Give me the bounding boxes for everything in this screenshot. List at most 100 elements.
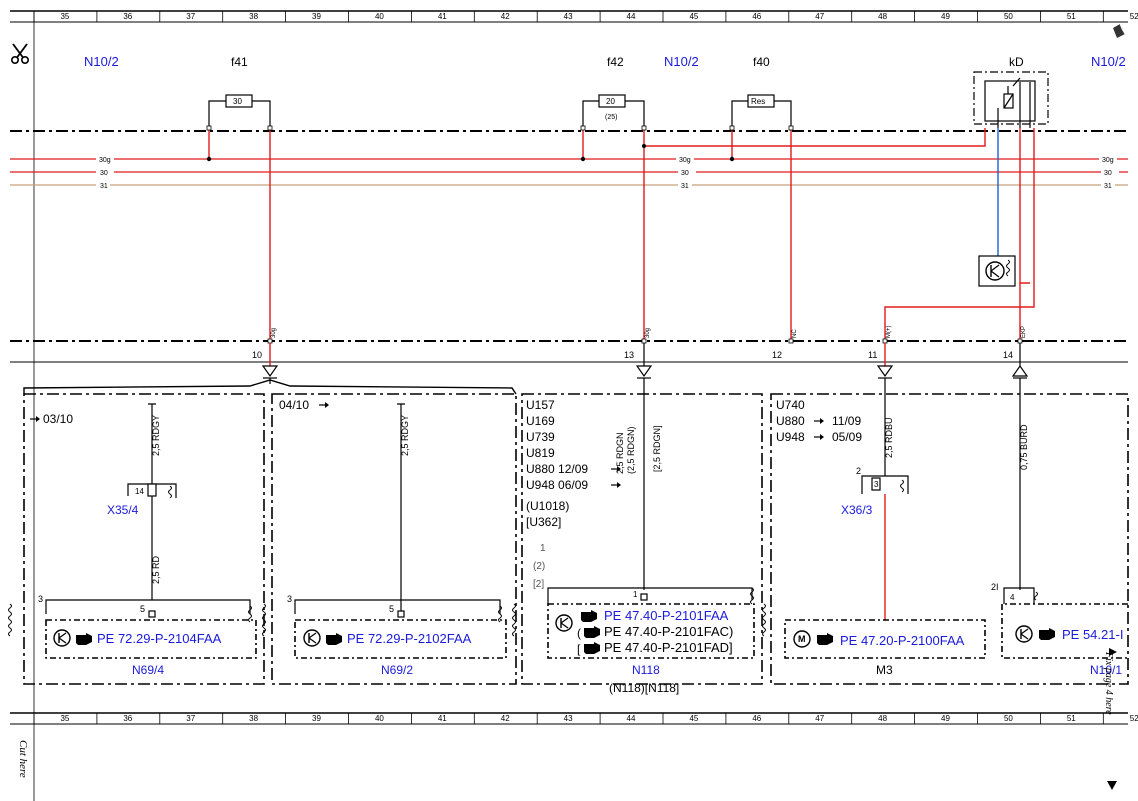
connector-14-wire-label: EKP xyxy=(1021,326,1027,338)
top-ruler-number: 43 xyxy=(564,12,573,21)
top-ruler-number: 42 xyxy=(501,12,510,21)
n69-2-pin-a: 3 xyxy=(287,594,292,604)
rail-label-31-left: 31 xyxy=(100,183,108,190)
top-ruler-number: 46 xyxy=(752,12,761,21)
bottom-ruler-number: 42 xyxy=(501,714,510,723)
bottom-ruler-number: 47 xyxy=(815,714,824,723)
rail-label-30-right: 30 xyxy=(1104,170,1112,177)
junction-dots xyxy=(206,144,735,162)
n118-code-u362: [U362] xyxy=(526,515,561,529)
pump-sensor-icon xyxy=(978,255,1016,287)
m3-component-box xyxy=(784,619,986,659)
m3-code-u948: U948 xyxy=(776,430,805,444)
bracket-n69 xyxy=(23,379,517,395)
fuse-name-f41: f41 xyxy=(231,55,248,69)
m3-pe-ref[interactable]: PE 47.20-P-2100FAA xyxy=(840,633,965,648)
n69-2-arrow-icon xyxy=(319,402,329,408)
fix-page-arrow-icon xyxy=(1107,648,1117,790)
top-ruler-number: 44 xyxy=(627,12,636,21)
top-ruler-number: 41 xyxy=(438,12,447,21)
n118-code-u1018: (U1018) xyxy=(526,499,569,513)
m3-code-u880: U880 xyxy=(776,414,805,428)
bottom-ruler-number: 52 xyxy=(1130,714,1138,723)
n10-1-pe-ref[interactable]: PE 54.21-I xyxy=(1062,627,1123,642)
top-ruler-number: 48 xyxy=(878,12,887,21)
rail-label-30-mid: 30 xyxy=(681,170,689,177)
module-label-n10-2-right: N10/2 xyxy=(1091,54,1126,69)
bottom-ruler-number: 38 xyxy=(249,714,258,723)
n118-pin-2-paren: (2) xyxy=(533,561,545,572)
bottom-ruler-number: 40 xyxy=(375,714,384,723)
m3-wire: 2,5 RDBU xyxy=(884,417,894,458)
m3-pin-b: 3 xyxy=(874,480,879,489)
m3-ref-u948: 05/09 xyxy=(832,430,862,444)
n69-4-pe-ref[interactable]: PE 72.29-P-2104FAA xyxy=(97,631,222,646)
n118-code-u819: U819 xyxy=(526,446,555,460)
n118-label: N118 xyxy=(632,663,660,677)
top-ruler-number: 52 xyxy=(1130,12,1138,21)
n69-2-wire-top: 2,5 RDGY xyxy=(400,415,410,456)
n10-1-wire: 0,75 BURD xyxy=(1019,424,1029,470)
top-ruler-number: 35 xyxy=(60,12,69,21)
bottom-ruler-number: 44 xyxy=(627,714,636,723)
connector-13-wire-label: 30g xyxy=(645,328,651,338)
n118-wire-alt: (2,5 RDGN) xyxy=(626,426,636,474)
n10-1-pin-a: 2I xyxy=(991,582,999,592)
n69-4-component-box xyxy=(45,619,257,659)
m3-label: M3 xyxy=(876,663,893,677)
bottom-ruler-number: 51 xyxy=(1067,714,1076,723)
n10-1-label: N10/1 xyxy=(1090,663,1122,677)
top-ruler-number: 47 xyxy=(815,12,824,21)
bottom-ruler-number: 46 xyxy=(752,714,761,723)
box-n69-2 xyxy=(271,393,517,685)
bottom-ruler-number: 41 xyxy=(438,714,447,723)
x35-4-label: X35/4 xyxy=(107,503,139,517)
n118-code-u948: U948 06/09 xyxy=(526,478,588,492)
n69-4-wire-top: 2,5 RDGY xyxy=(151,415,161,456)
n118-component-box xyxy=(547,603,755,659)
connector-11-wire-label: M(+) xyxy=(886,326,892,339)
m3-arrow-icons xyxy=(814,418,824,440)
n118-pe-ref-fac[interactable]: PE 47.40-P-2101FAC) xyxy=(604,624,733,639)
n118-pin-1: 1 xyxy=(540,543,546,554)
n118-wire-bracket: [2,5 RDGN] xyxy=(652,425,662,472)
connector-14-number: 14 xyxy=(1003,350,1013,360)
rail-label-30-left: 30 xyxy=(100,170,108,177)
n69-2-ref: 04/10 xyxy=(279,398,309,412)
bottom-ruler-number: 48 xyxy=(878,714,887,723)
cut-here-label: Cut here xyxy=(17,740,29,778)
n69-4-label: N69/4 xyxy=(132,663,164,677)
n69-4-ref: 03/10 xyxy=(43,412,73,426)
fuse-f41-symbol xyxy=(208,94,271,128)
n69-4-sensor-icon xyxy=(53,629,71,647)
n118-arrow-icons xyxy=(611,466,621,488)
n10-1-component-box xyxy=(1001,603,1128,659)
connector-10-number: 10 xyxy=(252,350,262,360)
n118-bracket-open: [ xyxy=(577,642,581,656)
x35-4-connector-symbol xyxy=(127,483,177,499)
x35-4-pin: 14 xyxy=(135,487,144,496)
n118-code-u739: U739 xyxy=(526,430,555,444)
top-ruler-number: 37 xyxy=(186,12,195,21)
motor-icon: M xyxy=(793,630,811,648)
n69-2-sensor-icon xyxy=(303,629,321,647)
n118-wire-main: 2,5 RDGN xyxy=(615,432,625,474)
module-label-n10-2-left: N10/2 xyxy=(84,54,119,69)
n69-2-pin-b: 5 xyxy=(389,604,394,614)
n118-pe-ref-fad[interactable]: PE 47.40-P-2101FAD] xyxy=(604,640,733,655)
page-corner-icon xyxy=(1113,23,1126,38)
n69-2-pointing-hand-icon xyxy=(326,633,342,645)
rail-label-30g-right: 30g xyxy=(1102,157,1114,164)
relay-kd-symbol xyxy=(973,71,1049,128)
n69-4-wire-bottom: 2,5 RD xyxy=(151,555,161,584)
fix-page-label: Fix page 4 here xyxy=(1103,651,1114,715)
n118-pe-ref-main[interactable]: PE 47.40-P-2101FAA xyxy=(604,608,729,623)
x36-3-label: X36/3 xyxy=(841,503,873,517)
bottom-ruler-number: 50 xyxy=(1004,714,1013,723)
n69-2-label: N69/2 xyxy=(381,663,413,677)
fuse-f42-value: 20 xyxy=(606,97,615,106)
n69-2-pe-ref[interactable]: PE 72.29-P-2102FAA xyxy=(347,631,472,646)
bottom-ruler-number: 43 xyxy=(564,714,573,723)
